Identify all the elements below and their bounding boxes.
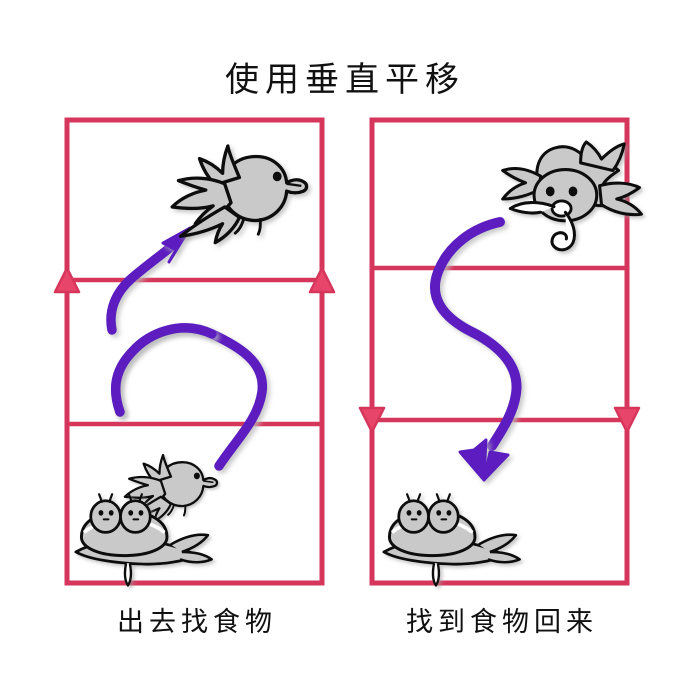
curved-arrow-icon-right: [430, 217, 522, 451]
panel-left-caption: 出去找食物: [117, 607, 277, 637]
triangle-up-icon-left-west: [53, 266, 81, 294]
panel-right-caption: 找到食物回来: [406, 607, 598, 637]
nest-icon-left: [74, 492, 214, 588]
arrowhead-down-right-panel: [458, 438, 510, 482]
panel-right-frame: [369, 117, 630, 586]
panel-left-frame: [64, 117, 325, 586]
panel-right: [358, 117, 643, 588]
bird-icon-right-with-worm: [501, 140, 643, 252]
triangle-down-icon-right-east: [613, 406, 641, 434]
triangle-down-icon-right-west: [358, 406, 386, 434]
page-title: 使用垂直平移: [225, 62, 465, 99]
bird-icon-left: [170, 144, 309, 245]
triangle-up-icon-left-east: [308, 266, 336, 294]
panel-left: [53, 117, 336, 588]
curved-arrow-tail-left: [106, 241, 217, 417]
nest-icon-right: [381, 492, 522, 588]
